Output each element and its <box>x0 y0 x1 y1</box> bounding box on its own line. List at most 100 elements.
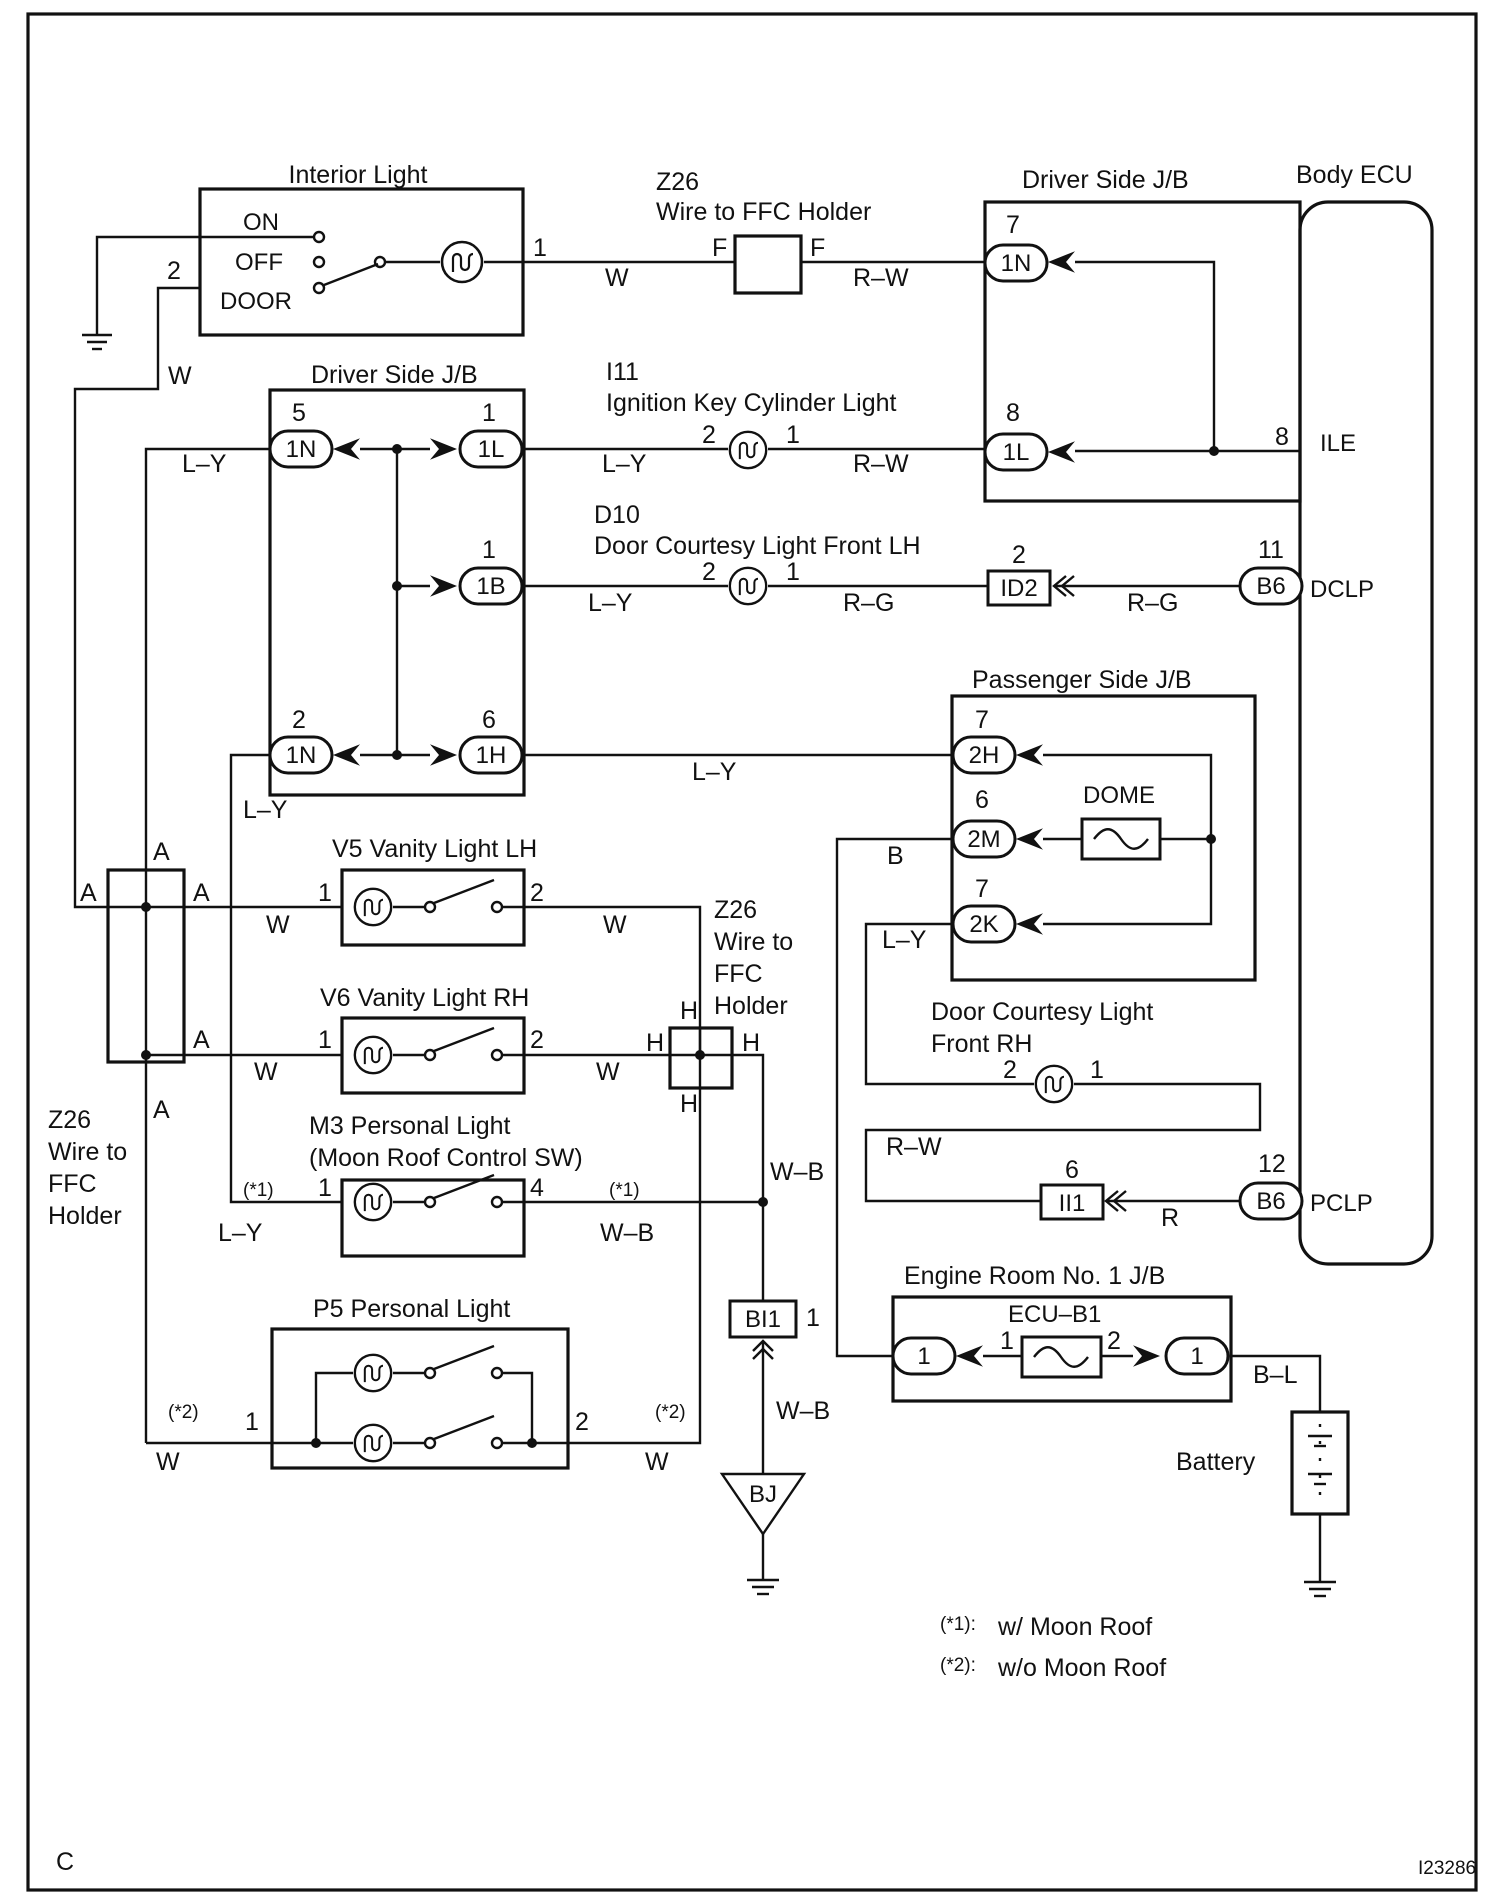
wire-color-label: L–Y <box>218 1219 263 1247</box>
switch-arm-icon <box>323 262 379 287</box>
body-ecu-title: Body ECU <box>1296 161 1413 189</box>
v6-switch-icon <box>433 1026 495 1053</box>
page-letter: C <box>56 1848 74 1876</box>
pin-label: 2 <box>1012 541 1026 569</box>
wire-color-label: W <box>645 1448 669 1476</box>
pin-label: A <box>193 879 210 907</box>
driver-side-jb-top: Driver Side J/B 7 1N 8 1L 8 <box>983 166 1302 503</box>
z26-left-code: Z26 <box>48 1106 91 1134</box>
ground-icon-top <box>82 235 200 351</box>
z26-top-name: Wire to FFC Holder <box>656 198 871 226</box>
connector-label: B6 <box>1256 1188 1285 1215</box>
connector-label: 2K <box>969 911 998 938</box>
wire-color-label: L–Y <box>588 589 633 617</box>
pin-label: 2 <box>292 706 306 734</box>
note1-marker: (*1): <box>940 1614 976 1635</box>
pin-label: 1 <box>482 399 496 427</box>
wire-color-label: W <box>596 1058 620 1086</box>
note-marker: (*1) <box>609 1180 640 1201</box>
battery-label: Battery <box>1176 1448 1256 1476</box>
d10-code: D10 <box>594 501 640 529</box>
connector-label: 1N <box>286 742 317 769</box>
female-terminal-icon <box>1133 1345 1160 1367</box>
v6-vanity-light-rh: V6 Vanity Light RH <box>320 984 529 1095</box>
z26-top-holder: Z26 Wire to FFC Holder F F <box>656 168 871 295</box>
wire-color-label: W <box>266 911 290 939</box>
door-courtesy-rh-icon <box>1034 1064 1074 1104</box>
dcl-rh-title-1: Door Courtesy Light <box>931 998 1153 1026</box>
wire-color-label: L–Y <box>692 758 737 786</box>
pin-label: A <box>153 1096 170 1124</box>
v5-title: V5 Vanity Light LH <box>332 835 537 863</box>
connector-label: ID2 <box>1000 575 1037 602</box>
switch-on-label: ON <box>243 209 279 236</box>
wire-color-label: W–B <box>770 1158 824 1186</box>
pin-label: H <box>646 1029 664 1057</box>
note-marker: (*1) <box>243 1180 274 1201</box>
pin-label: 2 <box>1003 1056 1017 1084</box>
pin-label: H <box>680 1090 698 1118</box>
pin-label: 8 <box>1006 399 1020 427</box>
switch-off-label: OFF <box>235 249 283 276</box>
terminal-ile: ILE <box>1320 430 1356 457</box>
pin-label: 6 <box>1065 1156 1079 1184</box>
female-terminal-icon <box>1016 744 1043 766</box>
wire-color-label: B–L <box>1253 1361 1298 1389</box>
pin-label: H <box>680 997 698 1025</box>
z26-mid-line3: Holder <box>714 992 788 1020</box>
note2-text: w/o Moon Roof <box>997 1654 1166 1682</box>
pin-label: 11 <box>1258 536 1284 564</box>
pin-label: 1 <box>786 421 800 449</box>
pin-label: 2 <box>702 421 716 449</box>
pin-label: 1 <box>533 234 547 262</box>
interior-light: Interior Light ON OFF DOOR <box>198 161 525 337</box>
note-marker: (*2) <box>168 1402 199 1423</box>
connector-label: BI1 <box>745 1306 781 1333</box>
v6-title: V6 Vanity Light RH <box>320 984 529 1012</box>
female-terminal-icon <box>1016 913 1043 935</box>
wire-color-label: L–Y <box>882 926 927 954</box>
pin-label: H <box>742 1029 760 1057</box>
z26-left-line1: Wire to <box>48 1138 127 1166</box>
connector-label: 2M <box>967 826 1000 853</box>
female-terminal-icon <box>430 744 457 766</box>
pin-label: 2 <box>530 1026 544 1054</box>
wire-color-label: W <box>605 264 629 292</box>
z26-mid-line2: FFC <box>714 960 763 988</box>
pin-label: 1 <box>318 879 332 907</box>
pin-label: 1 <box>318 1026 332 1054</box>
z26-mid-code: Z26 <box>714 896 757 924</box>
pin-label: 2 <box>530 879 544 907</box>
passenger-jb-title: Passenger Side J/B <box>972 666 1192 694</box>
i11-code: I11 <box>606 358 639 386</box>
pin-label: 2 <box>167 257 181 285</box>
connector-label: 1N <box>1001 250 1032 277</box>
connector-label: 1B <box>476 573 505 600</box>
pin-label: 7 <box>975 875 989 903</box>
page-frame <box>26 12 1478 1892</box>
wire-color-label: W <box>168 362 192 390</box>
wire-color-label: B <box>887 842 904 870</box>
door-courtesy-lh-icon <box>728 566 768 606</box>
pin-label: 1 <box>786 558 800 586</box>
driver-side-jb-left: Driver Side J/B 5 1N 1 1L 1 1B 2 1N 6 1H <box>268 361 526 797</box>
connector-label: 1N <box>286 436 317 463</box>
connector-label: 1 <box>917 1343 930 1370</box>
pin-label: 7 <box>975 706 989 734</box>
ground-bj-label: BJ <box>749 1481 777 1508</box>
wire-color-label: R–G <box>843 589 894 617</box>
interior-lamp-icon <box>440 240 484 284</box>
female-terminal-icon <box>430 438 457 460</box>
pin-label: 12 <box>1258 1150 1286 1178</box>
pin-label: 6 <box>975 786 989 814</box>
interior-light-title: Interior Light <box>289 161 428 189</box>
pin-label: 1 <box>318 1174 332 1202</box>
female-terminal-icon <box>956 1345 983 1367</box>
pin-label: F <box>712 234 727 262</box>
pin-label: 1 <box>482 536 496 564</box>
connector-label: 1L <box>1003 439 1030 466</box>
driver-jb-left-title: Driver Side J/B <box>311 361 478 389</box>
p5-title: P5 Personal Light <box>313 1295 510 1323</box>
engine-jb-title: Engine Room No. 1 J/B <box>904 1262 1165 1290</box>
